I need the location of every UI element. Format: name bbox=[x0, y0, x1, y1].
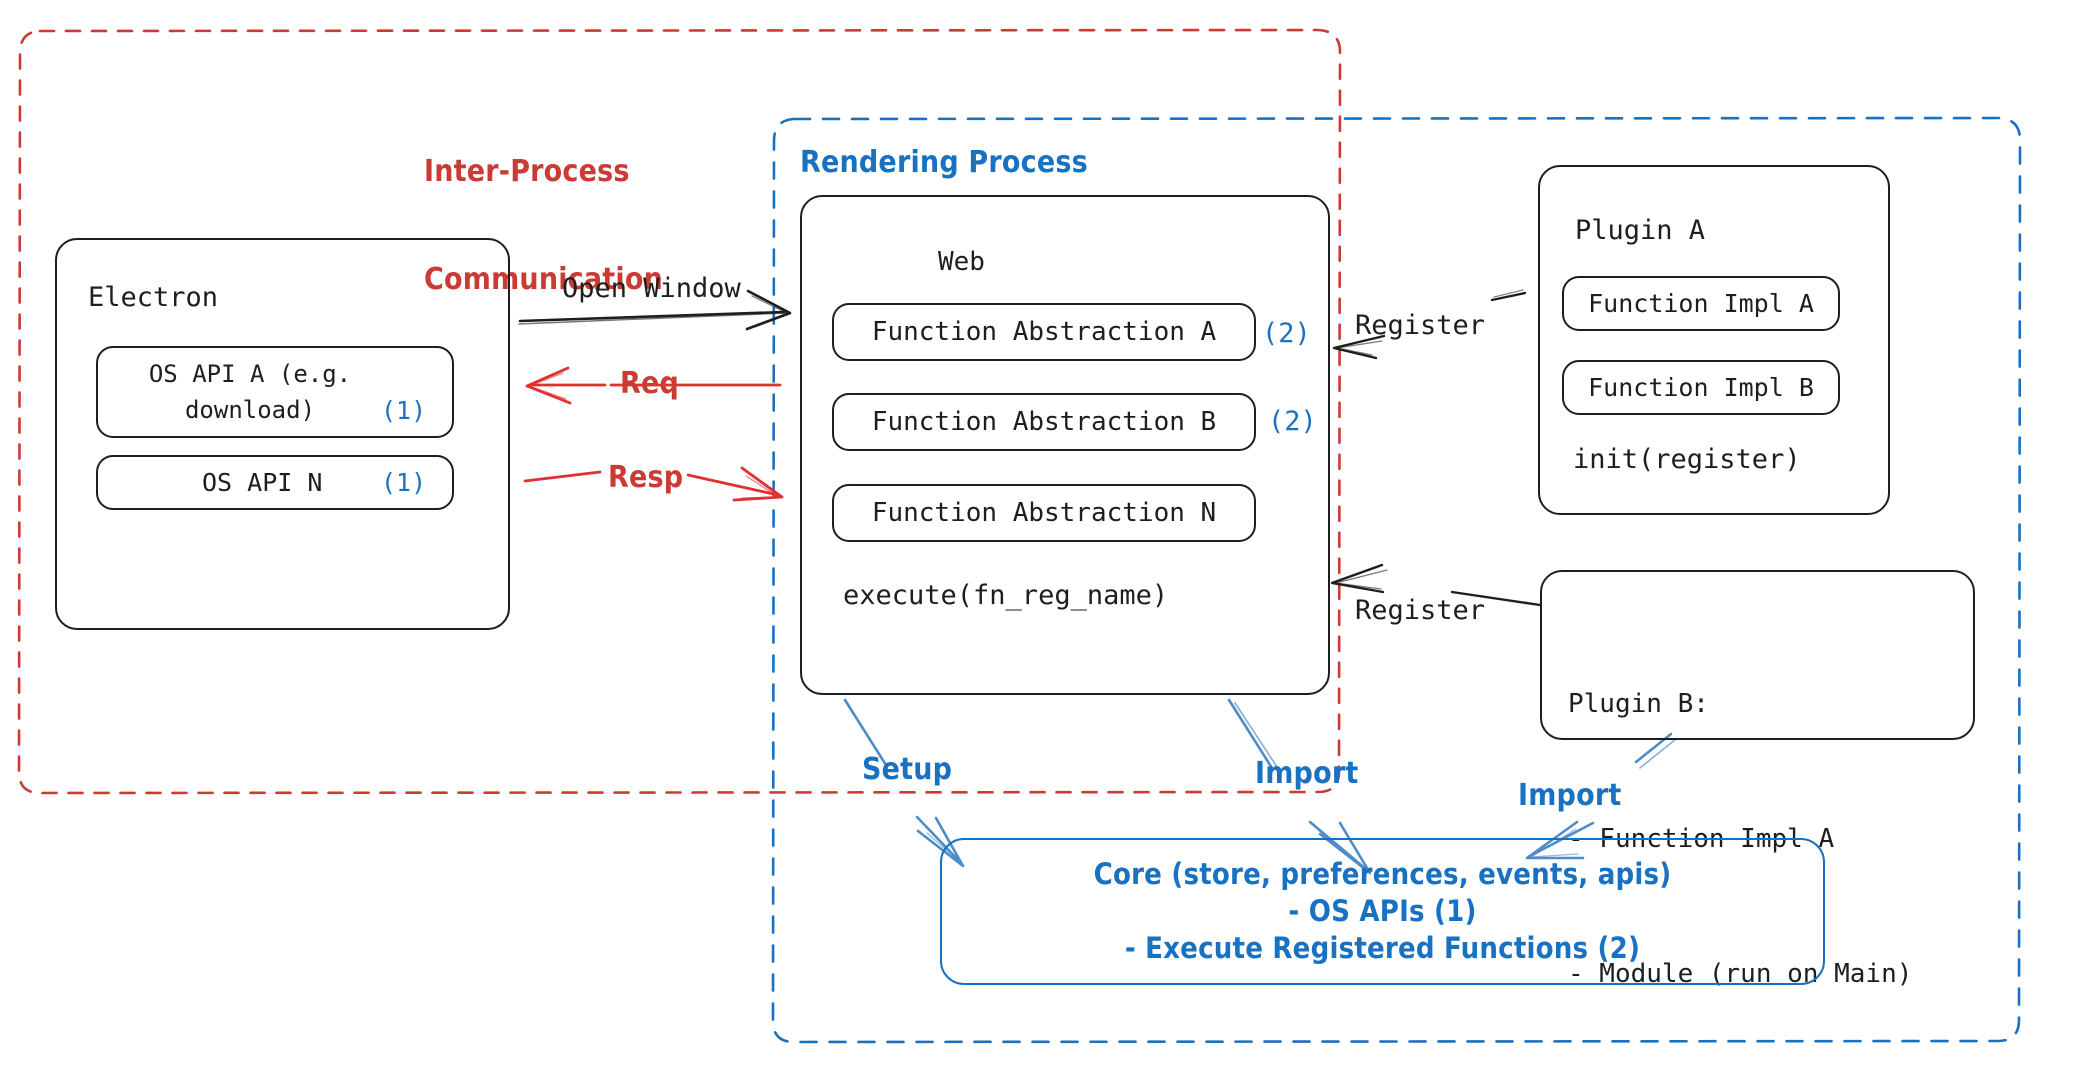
plugin-a-init-label: init(register) bbox=[1573, 444, 1801, 475]
core-text: Core (store, preferences, events, apis) … bbox=[940, 838, 1825, 985]
arrow-label-register-plugin-a: Register bbox=[1355, 310, 1486, 341]
ipc-region-label-line1: Inter-Process bbox=[424, 154, 630, 189]
arrow-label-req: Req bbox=[620, 366, 680, 401]
function-abstraction-b-marker: (2) bbox=[1268, 406, 1317, 437]
plugin-b-text: Plugin B: - Function Impl A - Module (ru… bbox=[1568, 592, 1912, 1087]
function-abstraction-a-box bbox=[832, 303, 1256, 361]
arrow-setup bbox=[843, 698, 965, 868]
core-line-1: Core (store, preferences, events, apis) bbox=[1093, 857, 1672, 891]
function-abstraction-a-marker: (2) bbox=[1262, 318, 1311, 349]
function-impl-b-label: Function Impl B bbox=[1588, 373, 1814, 402]
arrow-label-setup: Setup bbox=[862, 752, 953, 787]
function-abstraction-b-box bbox=[832, 393, 1256, 451]
web-title: Web bbox=[938, 247, 985, 277]
web-execute-method: execute(fn_reg_name) bbox=[843, 580, 1169, 611]
arrow-label-resp: Resp bbox=[608, 460, 684, 495]
arrow-label-open-window: Open Window bbox=[562, 273, 741, 304]
os-api-n-label: OS API N bbox=[202, 468, 323, 497]
arrow-req bbox=[525, 366, 782, 405]
function-abstraction-b-label: Function Abstraction B bbox=[871, 407, 1217, 437]
plugin-a-title: Plugin A bbox=[1575, 215, 1706, 246]
os-api-n-marker: (1) bbox=[381, 468, 427, 497]
function-abstraction-n-label: Function Abstraction N bbox=[871, 498, 1217, 528]
os-api-a-marker: (1) bbox=[381, 396, 427, 425]
rendering-region-border bbox=[771, 116, 2022, 1044]
arrow-label-import-plugin-b: Import bbox=[1518, 778, 1622, 813]
os-api-a-box bbox=[96, 346, 454, 438]
function-impl-a-label: Function Impl A bbox=[1588, 289, 1814, 318]
core-line-2: - OS APIs (1) bbox=[1288, 894, 1477, 928]
arrow-resp bbox=[523, 466, 784, 502]
function-impl-b-box bbox=[1562, 360, 1840, 415]
arrow-register-plugin-b bbox=[1330, 563, 1542, 607]
core-line-3: - Execute Registered Functions (2) bbox=[1124, 931, 1641, 965]
arrow-label-import-web: Import bbox=[1255, 756, 1359, 791]
arrow-label-register-plugin-b: Register bbox=[1355, 595, 1486, 626]
arrow-open-window bbox=[518, 289, 792, 331]
plugin-a-box bbox=[1538, 165, 1890, 515]
plugin-b-box bbox=[1540, 570, 1975, 740]
electron-title: Electron bbox=[88, 282, 219, 313]
os-api-n-box bbox=[96, 455, 454, 510]
arrow-register-plugin-a bbox=[1332, 289, 1527, 360]
os-api-a-label: OS API A (e.g. download) bbox=[148, 360, 352, 424]
ipc-region-label: Inter-Process Communication bbox=[424, 82, 663, 370]
electron-box bbox=[55, 238, 510, 630]
plugin-b-line-1: Plugin B: bbox=[1568, 689, 1709, 719]
ipc-region-border bbox=[17, 28, 1342, 795]
web-box bbox=[800, 195, 1330, 695]
core-box bbox=[940, 838, 1825, 985]
function-abstraction-a-label: Function Abstraction A bbox=[871, 317, 1217, 347]
function-impl-a-box bbox=[1562, 276, 1840, 331]
rendering-region-label: Rendering Process bbox=[800, 145, 1088, 180]
function-abstraction-n-box bbox=[832, 484, 1256, 542]
ipc-region-label-line2: Communication bbox=[424, 262, 663, 297]
